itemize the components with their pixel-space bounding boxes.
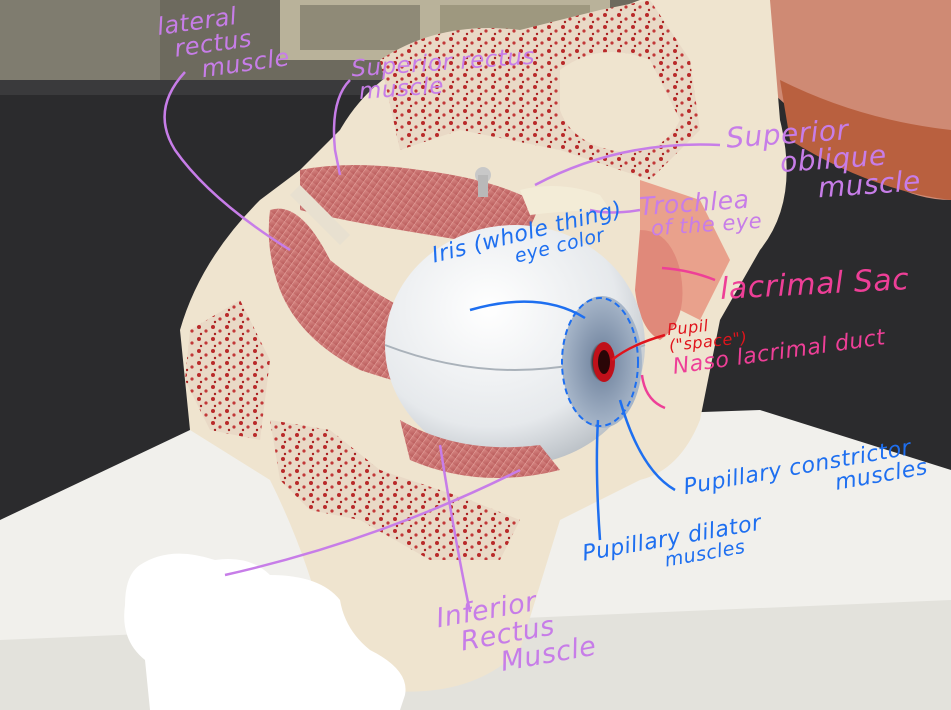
trochlea-label: Trochlea of the eye xyxy=(638,185,762,241)
label-line: muscle xyxy=(816,164,922,205)
inferior-rectus-leader-line-1 xyxy=(224,468,521,577)
inferior-rectus-leader-line-2 xyxy=(438,444,472,613)
orbit-bone-cut-surface-bottom xyxy=(270,420,520,560)
lacrimal-area xyxy=(635,230,683,340)
pupillary-dilator-leader-line xyxy=(595,419,602,541)
iris-outline-annotation xyxy=(561,297,639,427)
nasolacrimal-duct-leader-line xyxy=(640,374,666,410)
superior-oblique-tendon xyxy=(520,186,610,215)
redaction-blob xyxy=(124,553,406,710)
iris-leader-line xyxy=(469,300,586,320)
lateral-rectus-leader-line xyxy=(163,71,291,252)
orbit-bone-cut-surface-left xyxy=(185,300,270,440)
lacrimal-sac-leader-line xyxy=(661,266,716,282)
trochlea-leader-line xyxy=(589,208,641,214)
superior-oblique-leader-line xyxy=(534,143,721,187)
lateral-rectus-label: lateral rectus muscle xyxy=(155,0,291,86)
pupillary-constrictor-leader-line xyxy=(618,399,676,492)
superior-rectus-leader-line xyxy=(332,79,351,176)
pupil-leader-line xyxy=(611,333,666,361)
inferior-rectus-muscle-model xyxy=(400,420,560,478)
